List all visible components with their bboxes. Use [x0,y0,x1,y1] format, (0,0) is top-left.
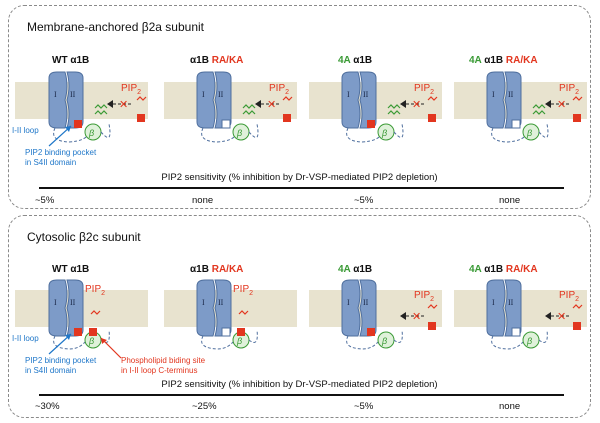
channel-4a: I II β ✕ [341,279,438,350]
pip2-label: PIP2 [414,290,435,303]
pip2-label: PIP2 [559,290,580,303]
svg-text:β: β [236,128,242,138]
svg-text:II: II [363,90,369,99]
svg-text:✕: ✕ [557,311,566,323]
pip2-label: PIP2 [85,284,106,297]
svg-text:I: I [54,298,57,307]
svg-text:II: II [218,298,224,307]
channel-wt: I II β ✕ [48,71,147,143]
svg-text:β: β [526,336,532,346]
channel-4a: I II β ✕ [341,71,438,143]
svg-text:✕: ✕ [267,99,276,111]
svg-text:II: II [70,298,76,307]
svg-text:✕: ✕ [557,99,566,111]
channel-label: 4A α1B [338,264,373,275]
channel-diagrams: I II β ✕ I II β [15,71,587,147]
svg-text:β: β [88,128,94,138]
pip2-bound-marker [89,328,97,336]
channel-label: WT α1B [52,55,90,66]
sensitivity-title: PIP2 sensitivity (% inhibition by Dr-VSP… [161,172,438,183]
pip2-tail [136,96,147,101]
sensitivity-value: ~5% [35,195,55,206]
lipid-anchor [94,104,108,109]
svg-text:✕: ✕ [412,99,421,111]
sensitivity-value: ~5% [354,195,374,206]
svg-text:β: β [88,336,94,346]
channel-label: α1B RA/KA [190,55,244,66]
channel-ra-ka: I II β [196,279,258,350]
pip2-label: PIP2 [269,83,290,96]
svg-text:II: II [218,90,224,99]
sensitivity-value: ~25% [192,401,217,412]
sensitivity-value: none [192,195,214,206]
svg-text:II: II [508,90,514,99]
panel-title: Cytosolic β2c subunit [27,230,141,244]
svg-text:I: I [347,298,350,307]
pip2-label: PIP2 [233,284,254,297]
svg-text:β: β [381,336,387,346]
channel-wt: I II β [48,279,122,359]
domain-i-label: I [54,90,57,99]
svg-text:β: β [381,128,387,138]
channel-ra-ka: I II β ✕ [196,71,293,143]
panel-title: Membrane-anchored β2a subunit [27,20,205,34]
svg-text:I: I [202,90,205,99]
pocket-label: PIP2 binding pocket in S4II domain [25,356,97,375]
svg-text:I: I [492,90,495,99]
blocked-cross: ✕ [119,99,128,111]
channel-label: 4A α1B RA/KA [469,264,538,275]
svg-text:I: I [347,90,350,99]
channel-4a-ra-ka: I II β ✕ [486,279,583,350]
domain-ii-label: II [70,90,76,99]
svg-text:I: I [202,298,205,307]
pocket-label: PIP2 binding pocket in S4II domain [25,148,97,167]
svg-text:II: II [508,298,514,307]
channel-4a-ra-ka: I II β ✕ [486,71,583,143]
i-ii-loop-label: I-II loop [12,334,39,343]
i-ii-loop-line [53,127,90,143]
phospholipid-site-label: Phospholipid biding site in I-II loop C-… [121,356,206,375]
divider [39,187,564,189]
sensitivity-value: ~30% [35,401,60,412]
pip2-label: PIP2 [559,83,580,96]
sensitivity-value: ~5% [354,401,374,412]
pip2-headgroup [137,114,145,122]
pip2-label: PIP2 [414,83,435,96]
cytosolic-panel: Cytosolic β2c subunit WT α1B α1B RA/KA 4… [8,215,591,418]
pip2-bound-marker [74,120,82,128]
divider [39,394,564,396]
svg-text:β: β [526,128,532,138]
pip2-label: PIP2 [121,83,142,96]
channel-label: 4A α1B RA/KA [469,55,538,66]
sensitivity-title: PIP2 sensitivity (% inhibition by Dr-VSP… [161,379,438,390]
membrane-anchored-panel: Membrane-anchored β2a subunit WT α1B α1B… [8,5,591,209]
sensitivity-value: none [499,195,521,206]
svg-text:II: II [363,298,369,307]
channel-label: WT α1B [52,264,90,275]
channel-diagrams: I II β I II β [15,279,587,359]
sensitivity-value: none [499,401,521,412]
svg-text:I: I [492,298,495,307]
i-ii-loop-label: I-II loop [12,126,39,135]
channel-label: α1B RA/KA [190,264,244,275]
svg-text:✕: ✕ [412,311,421,323]
svg-text:β: β [236,336,242,346]
channel-label: 4A α1B [338,55,373,66]
